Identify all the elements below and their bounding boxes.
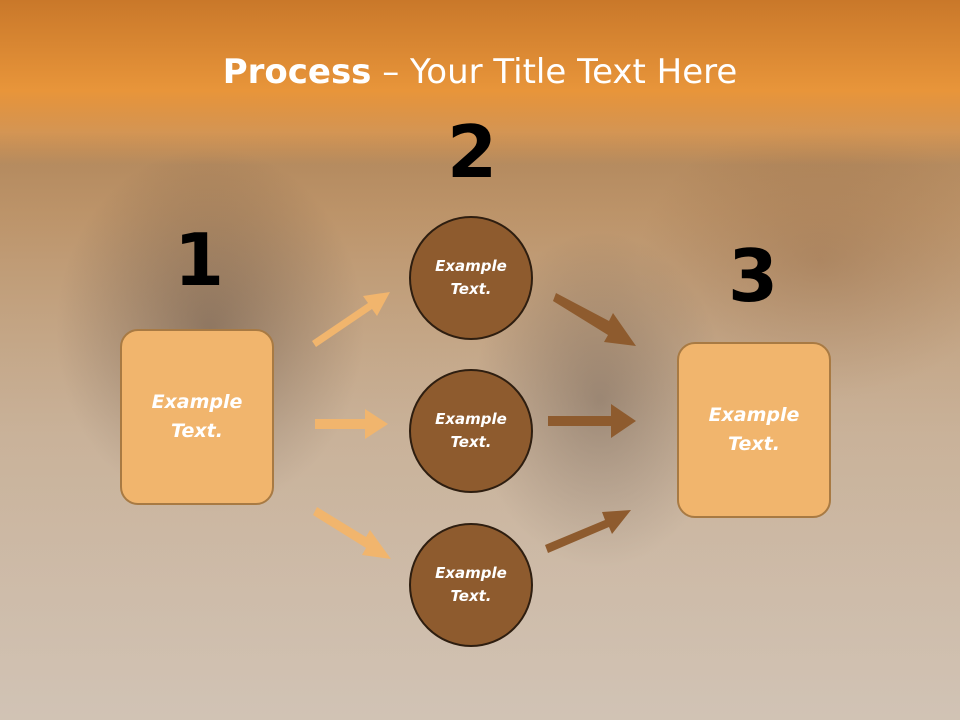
circle-middle[interactable]: Example Text. — [409, 369, 533, 493]
circle-middle-label: Example Text. — [435, 410, 507, 451]
step-number-2: 2 — [446, 110, 498, 194]
left-box[interactable]: Example Text. — [120, 329, 274, 505]
slide-title: Process – Your Title Text Here — [0, 52, 960, 92]
circle-top[interactable]: Example Text. — [409, 216, 533, 340]
left-box-label: Example Text. — [151, 391, 243, 442]
circle-bottom-label: Example Text. — [435, 564, 507, 605]
title-band — [0, 0, 960, 165]
right-box-label: Example Text. — [708, 404, 800, 455]
arrow-left-to-middle — [315, 409, 388, 439]
circle-top-label: Example Text. — [435, 257, 507, 298]
circle-bottom[interactable]: Example Text. — [409, 523, 533, 647]
arrow-left-to-bottom — [313, 507, 391, 559]
arrow-bottom-to-right — [545, 510, 631, 553]
title-bold: Process — [222, 52, 372, 92]
step-number-1: 1 — [173, 218, 225, 302]
right-box[interactable]: Example Text. — [677, 342, 831, 518]
title-rest: – Your Title Text Here — [371, 52, 738, 92]
arrow-top-to-right — [553, 293, 636, 346]
step-number-3: 3 — [727, 234, 779, 318]
arrow-middle-to-right — [548, 404, 636, 438]
arrow-left-to-top — [312, 292, 390, 347]
